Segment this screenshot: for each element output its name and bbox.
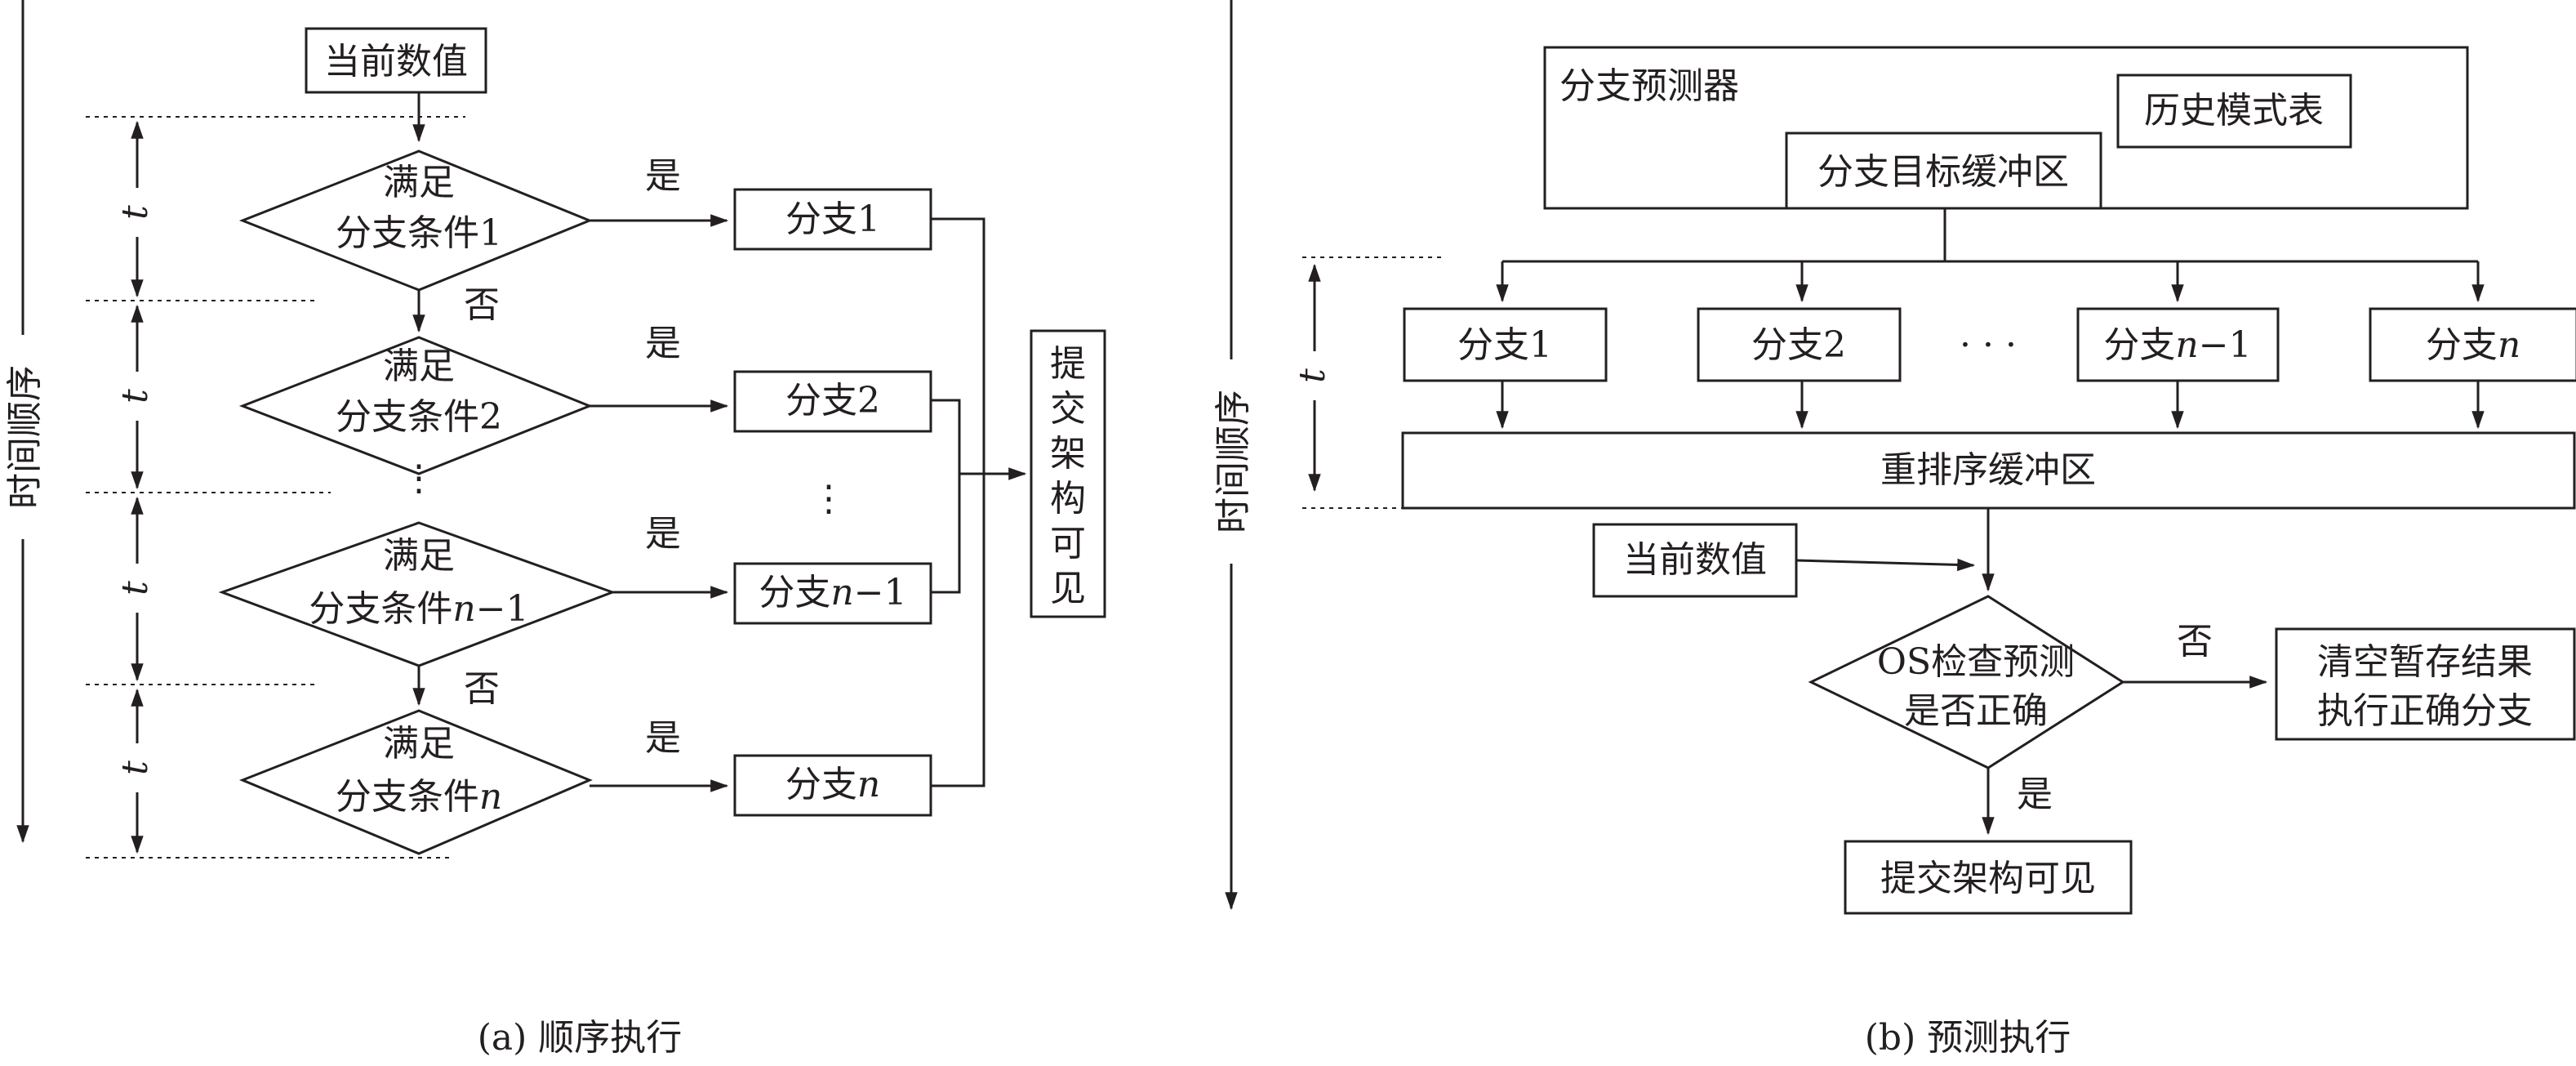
branch-label-a-2: 分支2 [785, 380, 880, 421]
t-label-a-3: t [114, 581, 156, 595]
t-label-a-1: t [114, 205, 156, 220]
time-axis-label-b: 时间顺序 [1212, 390, 1254, 533]
reorder-buffer-label: 重排序缓冲区 [1880, 449, 2096, 491]
panel-a [7, 0, 1106, 859]
yes-label-a-1: 是 [645, 155, 681, 197]
panel-b [1215, 0, 2576, 915]
flush-line2: 执行正确分支 [2317, 690, 2533, 732]
current-value-label-b: 当前数值 [1623, 539, 1767, 581]
flush-box [2275, 627, 2576, 741]
time-separators-b [1302, 256, 1441, 509]
condition-1-line2: 分支条件1 [336, 212, 502, 254]
no-label-a-2: 否 [464, 668, 500, 710]
branch-label-a-1: 分支1 [785, 198, 880, 240]
yes-label-a-4: 是 [645, 717, 681, 759]
condition-3-line1: 满足 [383, 535, 455, 577]
condition-2-line2: 分支条件2 [336, 396, 502, 438]
branch-label-a-4: 分支n [785, 764, 880, 805]
commit-visible-box-b [1844, 840, 2133, 915]
commit-char-2: 交 [1050, 388, 1086, 430]
condition-2-line1: 满足 [383, 346, 455, 387]
condition-diamond-4 [239, 709, 593, 855]
branch-label-b-3: 分支n−1 [2103, 324, 2251, 366]
os-check-line1: OS检查预测 [1877, 641, 2075, 683]
condition-1-line1: 满足 [383, 162, 455, 203]
no-label-b: 否 [2177, 621, 2213, 662]
yes-label-a-2: 是 [645, 323, 681, 364]
t-label-b: t [1292, 368, 1333, 383]
ellipsis-a-vertical: ⋮ [401, 457, 437, 499]
commit-char-5: 可 [1050, 523, 1086, 564]
yes-label-a-3: 是 [645, 513, 681, 555]
condition-4-line2: 分支条件n [336, 776, 502, 818]
branch-label-a-3: 分支n−1 [759, 572, 906, 613]
no-label-a-1: 否 [464, 284, 500, 326]
time-separators-a [86, 116, 465, 859]
flush-line1: 清空暂存结果 [2317, 641, 2533, 683]
branch-label-b-4: 分支n [2426, 324, 2520, 366]
commit-char-3: 架 [1050, 433, 1086, 475]
os-check-line2: 是否正确 [1904, 690, 2048, 732]
history-table-label: 历史模式表 [2144, 90, 2324, 132]
condition-3-line2: 分支条件n−1 [309, 588, 528, 630]
current-value-box-a [305, 27, 487, 94]
caption-a: (a) 顺序执行 [478, 1017, 683, 1059]
ellipsis-b: · · · [1960, 324, 2017, 366]
branch-predictor-label: 分支预测器 [1559, 65, 1739, 107]
branch-label-b-2: 分支2 [1751, 324, 1846, 366]
time-axis-label-a: 时间顺序 [4, 365, 46, 509]
branch-box-b-1 [1403, 307, 1608, 382]
commit-visible-box-a [1030, 329, 1106, 618]
current-value-label-a: 当前数值 [324, 41, 468, 83]
yes-label-b: 是 [2017, 774, 2053, 815]
ellipsis-a-branches: ⋮ [811, 478, 847, 520]
commit-char-1: 提 [1050, 343, 1086, 385]
history-table-box [2116, 74, 2352, 149]
branch-box-b-4 [2369, 307, 2576, 382]
condition-4-line1: 满足 [383, 723, 455, 765]
t-interval-arrows-a [127, 120, 147, 854]
caption-b: (b) 预测执行 [1865, 1017, 2071, 1059]
branch-label-b-1: 分支1 [1457, 324, 1552, 366]
commit-char-4: 构 [1050, 478, 1086, 520]
commit-visible-label-b: 提交架构可见 [1880, 858, 2096, 899]
btb-label: 分支目标缓冲区 [1817, 151, 2069, 193]
branch-box-b-2 [1697, 307, 1902, 382]
condition-diamond-2 [238, 336, 594, 475]
t-label-a-4: t [114, 760, 156, 775]
commit-char-6: 见 [1050, 568, 1086, 609]
t-label-a-2: t [114, 389, 156, 404]
